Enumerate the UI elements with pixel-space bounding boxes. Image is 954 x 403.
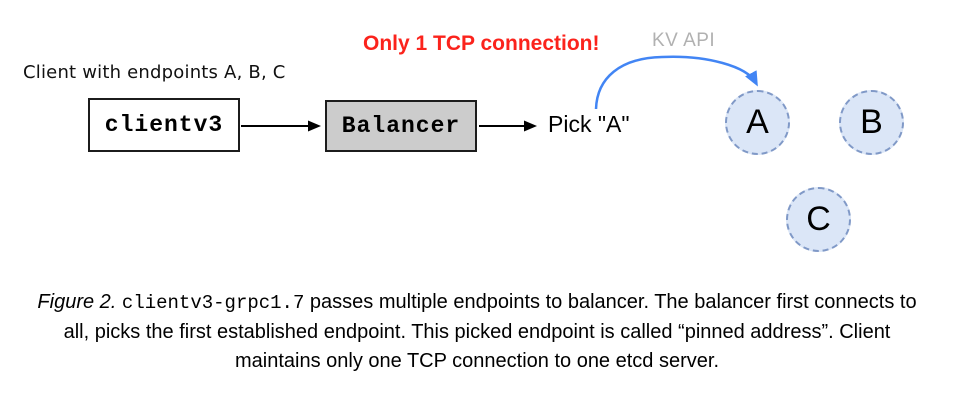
tcp-connection-note: Only 1 TCP connection! [363,32,600,55]
kv-api-label: KV API [652,30,716,51]
balancer-node: Balancer [325,100,477,152]
endpoint-node-c: C [786,187,851,252]
clientv3-node: clientv3 [88,98,240,152]
figure-caption-text: passes multiple endpoints to balancer. T… [63,291,917,372]
client-endpoints-note: Client with endpoints A, B, C [23,62,286,83]
endpoint-node-b: B [839,90,904,155]
endpoint-node-c-label: C [806,200,831,238]
figure-caption-number: Figure 2. [37,291,117,313]
endpoint-node-b-label: B [860,103,883,141]
endpoint-node-a-label: A [746,103,769,141]
pick-a-label: Pick "A" [548,111,630,137]
figure-caption: Figure 2. clientv3-grpc1.7 passes multip… [34,288,920,376]
clientv3-node-label: clientv3 [104,112,224,138]
balancer-node-label: Balancer [341,113,461,139]
figure-caption-code: clientv3-grpc1.7 [121,292,305,314]
endpoint-node-a: A [725,90,790,155]
